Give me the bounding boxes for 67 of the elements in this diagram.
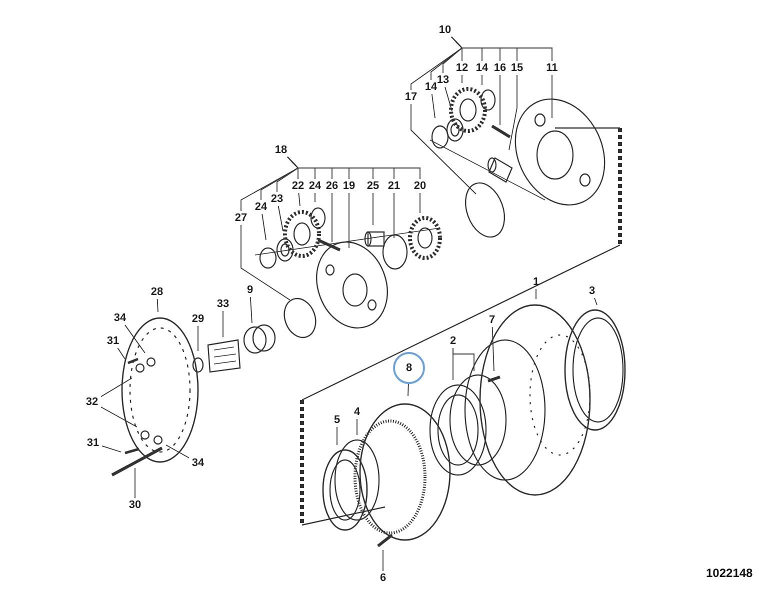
- leader-line: [100, 406, 138, 428]
- leader-line: [250, 296, 252, 324]
- leader-line: [287, 156, 420, 180]
- callout-number: 21: [385, 179, 403, 193]
- leader-line: [222, 310, 224, 338]
- callout-number: 2: [444, 334, 462, 348]
- leader-line: [382, 550, 384, 572]
- callout-number: 18: [272, 143, 290, 157]
- leader-line: [134, 468, 136, 498]
- leader-line: [372, 192, 374, 226]
- callout-number: 15: [508, 61, 526, 75]
- leader-line: [117, 348, 126, 360]
- callout-number: 31: [84, 436, 102, 450]
- leader-line: [444, 86, 452, 112]
- callout-number: 9: [241, 283, 259, 297]
- callout-number: 29: [189, 312, 207, 326]
- callout-number: 3: [583, 284, 601, 298]
- leader-line: [594, 298, 598, 306]
- leader-line: [124, 324, 146, 354]
- callout-number: 25: [364, 179, 382, 193]
- leader-line: [356, 418, 358, 436]
- leader-line: [492, 326, 494, 372]
- leader-line: [100, 378, 132, 398]
- callout-number: 17: [402, 90, 420, 104]
- highlighted-callout-number: 8: [393, 352, 425, 384]
- callout-number: 33: [214, 297, 232, 311]
- leader-line: [452, 348, 474, 372]
- leader-line: [348, 192, 350, 248]
- callout-number: 32: [83, 395, 101, 409]
- leader-line: [240, 224, 290, 300]
- callout-number: 28: [148, 285, 166, 299]
- leader-line: [408, 384, 409, 396]
- leader-line: [451, 36, 552, 62]
- callout-number: 1: [527, 275, 545, 289]
- callout-number: 7: [483, 313, 501, 327]
- callout-number: 24: [252, 200, 270, 214]
- callout-number: 16: [491, 61, 509, 75]
- leader-line: [431, 94, 436, 118]
- callout-number: 31: [104, 334, 122, 348]
- callout-number: 23: [268, 192, 286, 206]
- callout-number: 26: [323, 179, 341, 193]
- callout-number: 24: [306, 179, 324, 193]
- callout-number: 12: [453, 61, 471, 75]
- callout-number: 30: [126, 498, 144, 512]
- callout-number: 5: [328, 413, 346, 427]
- leader-line: [298, 192, 300, 206]
- callout-number: 11: [543, 61, 561, 75]
- drawing-number: 1022148: [706, 566, 753, 580]
- leader-line: [278, 206, 284, 232]
- callout-number: 19: [340, 179, 358, 193]
- leader-line: [314, 192, 316, 202]
- leader-line: [410, 104, 476, 194]
- callout-number: 14: [473, 61, 491, 75]
- callout-number: 4: [348, 405, 366, 419]
- callout-number: 34: [111, 311, 129, 325]
- callout-number: 20: [411, 179, 429, 193]
- leader-line: [262, 214, 266, 240]
- leader-line: [156, 298, 158, 312]
- callout-number: 34: [189, 456, 207, 470]
- callout-number: 22: [289, 179, 307, 193]
- leader-line: [508, 74, 518, 150]
- leader-line: [102, 445, 122, 452]
- leader-line: [336, 426, 338, 446]
- callout-number: 6: [374, 571, 392, 585]
- leader-line: [166, 444, 190, 458]
- callout-number: 27: [232, 211, 250, 225]
- callout-number: 10: [436, 23, 454, 37]
